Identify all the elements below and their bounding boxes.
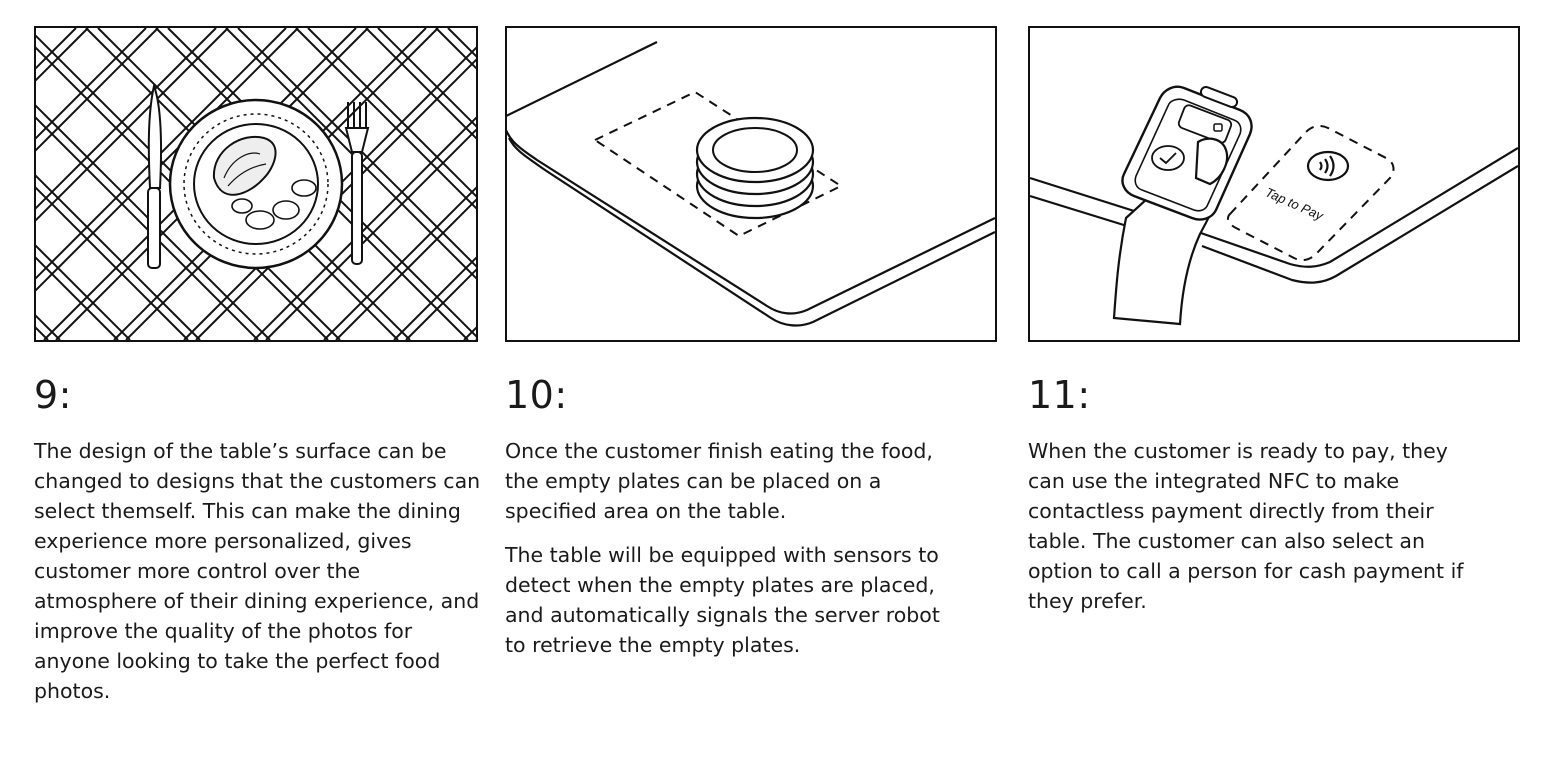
nfc-pay-zone	[1227, 124, 1395, 262]
step-description: The design of the table’s surface can be…	[34, 439, 481, 703]
check-icon	[1151, 145, 1185, 171]
phone-tap-to-pay-icon: Tap to Pay	[1030, 85, 1518, 326]
stacked-plates-on-table-zone-icon	[507, 41, 995, 327]
plate-drop-zone	[592, 90, 844, 238]
storyboard-panel-9: 9: The design of the table’s surface can…	[34, 26, 480, 706]
illustration-frame	[34, 26, 478, 342]
step-description: When the customer is ready to pay, they …	[1028, 439, 1464, 613]
stacked-plates-icon	[695, 116, 815, 220]
illustration-frame: Tap to Pay	[1028, 26, 1520, 342]
step-description-2: The table will be equipped with sensors …	[505, 543, 940, 657]
step-number: 11:	[1028, 373, 1091, 417]
tap-to-pay-label: Tap to Pay	[1263, 184, 1327, 223]
illustration-frame	[505, 26, 997, 342]
phone-icon	[1121, 85, 1253, 221]
plate-icon	[168, 98, 344, 270]
step-number: 10:	[505, 373, 568, 417]
storyboard-panel-11: Tap to Pay 11: When the customer is read…	[1028, 26, 1520, 616]
knife-icon	[147, 82, 163, 269]
fork-icon	[344, 102, 370, 265]
step-description: Once the customer finish eating the food…	[505, 439, 933, 523]
storyboard-panel-10: 10: Once the customer finish eating the …	[505, 26, 997, 660]
plaid-table-with-steak-plate-icon	[36, 28, 476, 340]
contactless-icon	[1306, 150, 1350, 182]
step-number: 9:	[34, 373, 72, 417]
